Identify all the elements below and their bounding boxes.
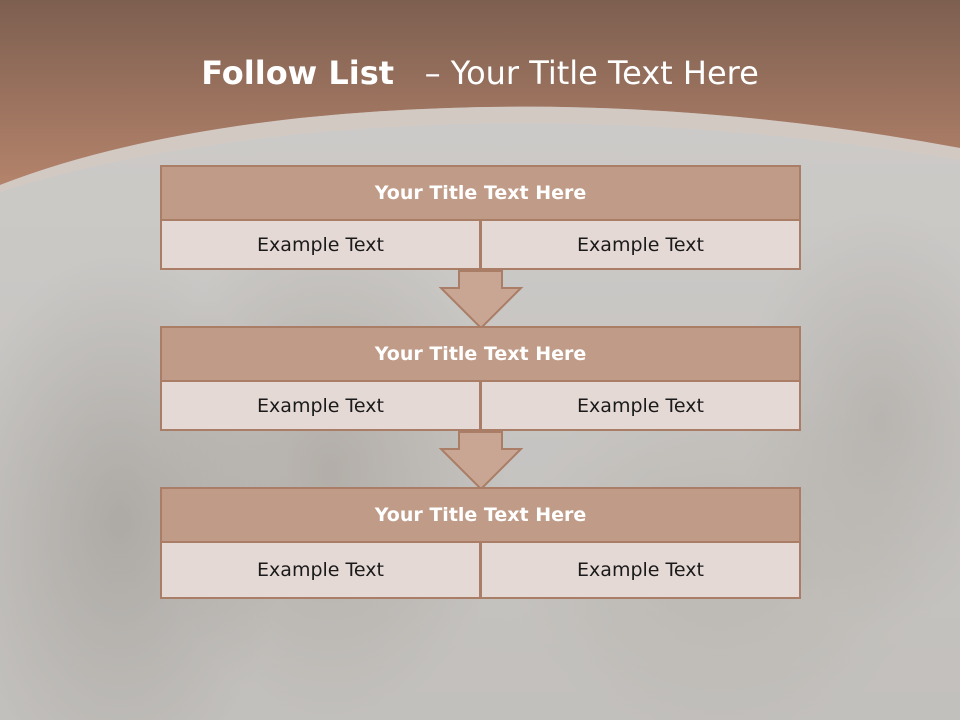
step-title: Your Title Text Here — [160, 165, 801, 221]
down-arrow-icon — [438, 270, 524, 330]
step-cell-right: Example Text — [481, 543, 801, 599]
step-title: Your Title Text Here — [160, 487, 801, 543]
step-cell-left: Example Text — [160, 382, 481, 431]
slide-title-bold: Follow List — [201, 54, 395, 92]
step-box-2: Your Title Text Here Example Text Exampl… — [160, 326, 801, 431]
step-cell-left: Example Text — [160, 543, 481, 599]
step-title: Your Title Text Here — [160, 326, 801, 382]
header-band — [0, 0, 960, 192]
step-box-1: Your Title Text Here Example Text Exampl… — [160, 165, 801, 270]
down-arrow-icon — [438, 431, 524, 491]
step-row: Example Text Example Text — [160, 221, 801, 270]
step-box-3: Your Title Text Here Example Text Exampl… — [160, 487, 801, 599]
slide-title-rest: – Your Title Text Here — [424, 54, 759, 92]
step-cell-right: Example Text — [481, 382, 801, 431]
step-cell-left: Example Text — [160, 221, 481, 270]
slide-title: Follow List – Your Title Text Here — [0, 54, 960, 92]
step-cell-right: Example Text — [481, 221, 801, 270]
step-row: Example Text Example Text — [160, 382, 801, 431]
step-row: Example Text Example Text — [160, 543, 801, 599]
